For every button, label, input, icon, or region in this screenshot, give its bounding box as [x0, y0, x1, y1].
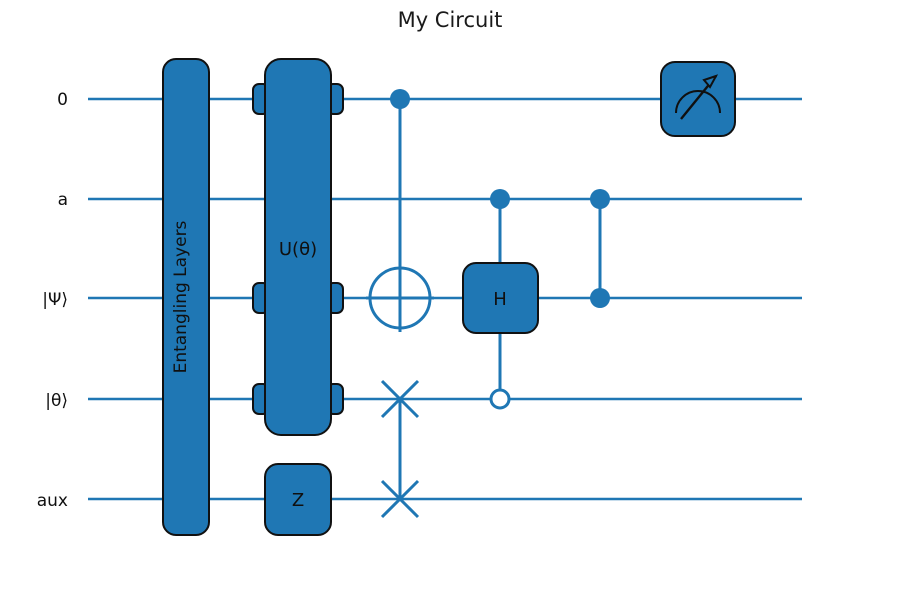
u-theta-label: U(θ) — [279, 239, 317, 260]
cz-control-dot-psi[interactable] — [590, 288, 610, 308]
gate-cnot[interactable] — [366, 89, 434, 332]
z-gate-label: Z — [292, 490, 304, 511]
measurement-arc-icon — [675, 90, 721, 114]
hadamard-control-dot-open[interactable] — [489, 388, 511, 410]
wire-label-group: 0 a |Ψ⟩ |θ⟩ aux — [37, 90, 68, 511]
gate-swap[interactable] — [380, 379, 420, 519]
swap-cross-aux-b — [380, 479, 420, 519]
wire-label-0: 0 — [57, 90, 68, 110]
swap-cross-theta[interactable] — [380, 379, 420, 419]
gate-u-theta[interactable]: U(θ) — [252, 58, 344, 436]
wire-label-theta: |θ⟩ — [45, 391, 68, 411]
wire-label-psi: |Ψ⟩ — [42, 290, 68, 310]
measurement-arrowhead-icon — [702, 74, 719, 89]
swap-cross-aux[interactable] — [380, 479, 420, 519]
hadamard-gate-label: H — [493, 289, 507, 310]
z-gate-box[interactable] — [264, 463, 332, 536]
entangling-layers-label: Entangling Layers — [171, 220, 191, 373]
gate-cz[interactable] — [590, 189, 610, 308]
wire-label-aux: aux — [37, 491, 68, 511]
gate-entangling-layers[interactable]: Entangling Layers — [162, 58, 210, 536]
page-title: My Circuit — [398, 8, 503, 32]
gate-controlled-hadamard[interactable]: H — [462, 189, 539, 410]
hadamard-gate-box[interactable] — [462, 262, 539, 334]
hadamard-control-dot-filled[interactable] — [490, 189, 510, 209]
u-theta-box[interactable] — [264, 58, 332, 436]
cz-control-dot-a[interactable] — [590, 189, 610, 209]
swap-cross-theta-b — [380, 379, 420, 419]
gate-z[interactable]: Z — [264, 463, 332, 536]
cnot-control-dot[interactable] — [390, 89, 410, 109]
gate-measurement[interactable] — [660, 61, 736, 137]
wire-label-a: a — [58, 190, 68, 210]
entangling-layers-box[interactable] — [162, 58, 210, 536]
